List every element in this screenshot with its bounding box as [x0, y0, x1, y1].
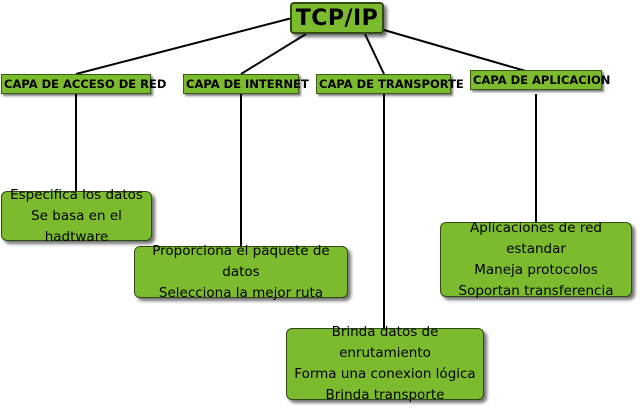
layer-internet: CAPA DE INTERNET [183, 74, 309, 94]
layer-aplicacion: CAPA DE APLICACION [470, 70, 610, 90]
layer-transporte-label: CAPA DE TRANSPORTE [319, 77, 464, 91]
layer-aplicacion-label: CAPA DE APLICACION [473, 73, 611, 87]
detail-line: Brinda transporte [325, 387, 445, 403]
layer-internet-label: CAPA DE INTERNET [186, 77, 309, 91]
layer-acceso-de-red: CAPA DE ACCESO DE RED [1, 74, 166, 94]
connector-root-to-aplicacion [383, 29, 537, 75]
connector-root-to-transporte [364, 33, 385, 75]
connector-root-to-internet [240, 33, 307, 75]
connector-root-to-acceso [75, 16, 297, 75]
detail-line: Proporciona el paquete de datos [152, 242, 330, 280]
detail-line: Maneja protocolos [474, 261, 598, 278]
layer-transporte: CAPA DE TRANSPORTE [316, 74, 464, 94]
detail-line: Forma una conexion lógica [294, 366, 476, 382]
root-label: TCP/IP [295, 5, 379, 31]
root-node-tcp-ip: TCP/IP [290, 2, 384, 34]
detail-line: Aplicaciones de red estandar [470, 219, 602, 257]
detail-acceso-de-red: Especifica los datos Se basa en el hadtw… [1, 187, 152, 245]
detail-line: Brinda datos de enrutamiento [331, 324, 439, 361]
detail-line: Selecciona la mejor ruta [158, 284, 324, 301]
detail-line: Se basa en el hadtware [31, 207, 122, 245]
detail-transporte: Brinda datos de enrutamiento Forma una c… [286, 324, 484, 403]
layer-acceso-label: CAPA DE ACCESO DE RED [4, 77, 167, 91]
detail-internet: Proporciona el paquete de datos Seleccio… [134, 243, 348, 301]
detail-line: Soportan transferencia [458, 282, 614, 299]
detail-line: Especifica los datos [10, 186, 143, 203]
detail-aplicacion: Aplicaciones de red estandar Maneja prot… [440, 220, 632, 299]
